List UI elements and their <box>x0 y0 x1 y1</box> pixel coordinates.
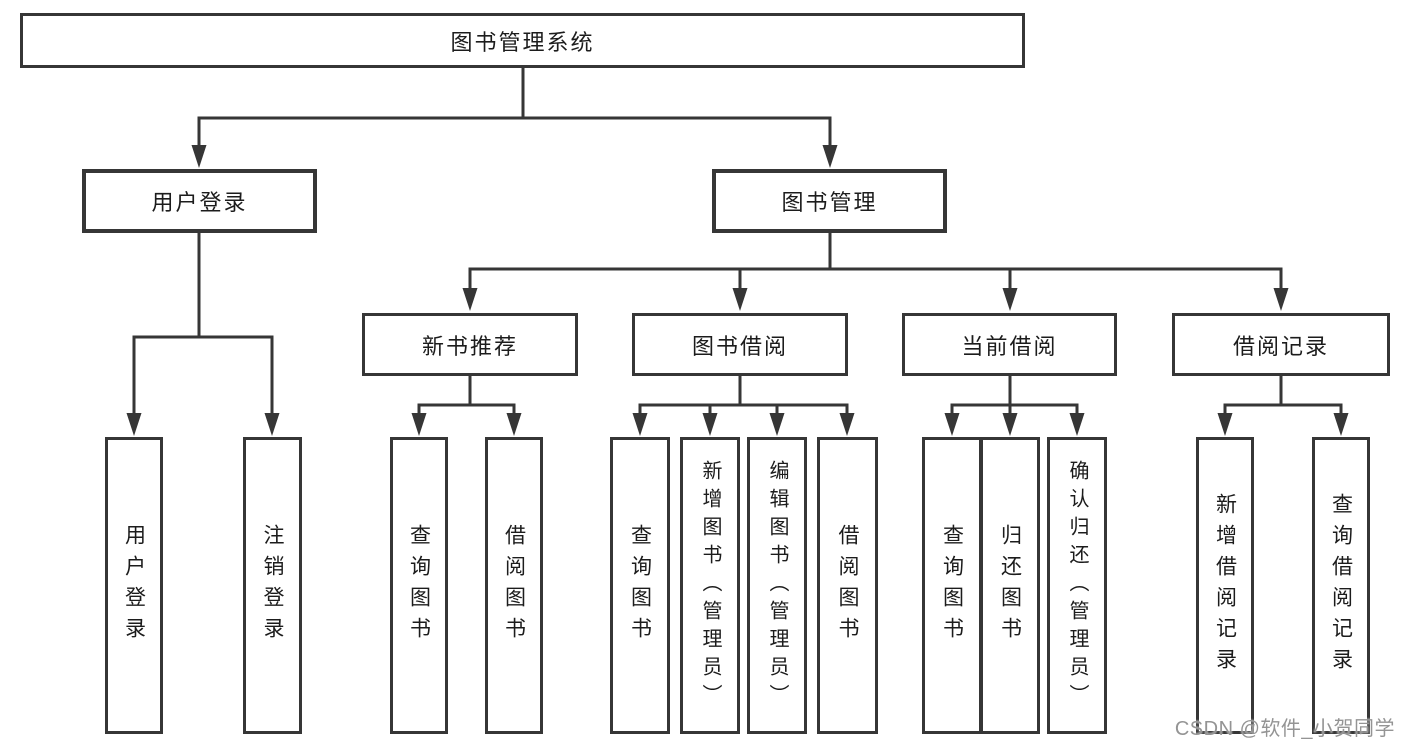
leaf-add-borrow-record: 新增借阅记录 <box>1196 437 1254 734</box>
csdn-watermark: CSDN @软件_小贺同学 <box>1174 718 1395 740</box>
leaf-label: 借阅图书 <box>836 523 860 648</box>
leaf-label: 查询借阅记录 <box>1329 492 1353 679</box>
leaf-label: 借阅图书 <box>502 523 526 648</box>
arrow-down-icon <box>1069 413 1085 436</box>
leaf-add-books-admin: 新增图书（管理员） <box>680 437 740 734</box>
leaf-query-books-borrow: 查询图书 <box>610 437 670 734</box>
leaf-query-books-recommend: 查询图书 <box>390 437 448 734</box>
node-user-login: 用户登录 <box>82 169 317 233</box>
node-label: 图书管理 <box>781 190 878 215</box>
arrow-down-icon <box>632 413 648 436</box>
arrow-down-icon <box>769 413 785 436</box>
leaf-label: 编辑图书（管理员） <box>766 459 788 712</box>
leaf-label: 确认归还（管理员） <box>1066 459 1088 712</box>
leaf-query-books-current: 查询图书 <box>922 437 982 734</box>
leaf-user-login: 用户登录 <box>105 437 163 734</box>
arrow-down-icon <box>1217 413 1233 436</box>
arrow-down-icon <box>462 288 478 311</box>
node-label: 图书借阅 <box>691 333 788 359</box>
arrow-down-icon <box>264 413 280 436</box>
node-root-system: 图书管理系统 <box>20 13 1025 68</box>
leaf-return-books: 归还图书 <box>980 437 1040 734</box>
leaf-label: 查询图书 <box>628 523 652 648</box>
arrow-down-icon <box>839 413 855 436</box>
node-current-borrow: 当前借阅 <box>902 313 1117 376</box>
leaf-label: 新增图书（管理员） <box>699 459 721 712</box>
arrow-down-icon <box>944 413 960 436</box>
leaf-confirm-return-admin: 确认归还（管理员） <box>1047 437 1107 734</box>
leaf-label: 查询图书 <box>407 523 431 648</box>
leaf-label: 新增借阅记录 <box>1213 492 1237 679</box>
node-new-book-recommend: 新书推荐 <box>362 313 578 376</box>
node-book-borrow: 图书借阅 <box>632 313 848 376</box>
arrow-down-icon <box>1002 288 1018 311</box>
arrow-down-icon <box>1333 413 1349 436</box>
leaf-label: 归还图书 <box>998 523 1022 648</box>
leaf-logout-login: 注销登录 <box>243 437 302 734</box>
node-borrow-records: 借阅记录 <box>1172 313 1390 376</box>
arrow-down-icon <box>822 145 838 168</box>
arrow-down-icon <box>1273 288 1289 311</box>
leaf-query-borrow-record: 查询借阅记录 <box>1312 437 1370 734</box>
arrowhead-icons <box>126 145 1349 436</box>
node-book-management: 图书管理 <box>712 169 947 233</box>
node-label: 借阅记录 <box>1232 333 1329 359</box>
node-label: 当前借阅 <box>961 333 1058 359</box>
arrow-down-icon <box>732 288 748 311</box>
arrow-down-icon <box>506 413 522 436</box>
leaf-borrow-books-recommend: 借阅图书 <box>485 437 543 734</box>
arrow-down-icon <box>702 413 718 436</box>
node-label: 用户登录 <box>151 190 248 215</box>
leaf-borrow-books-borrow: 借阅图书 <box>817 437 878 734</box>
arrow-down-icon <box>191 145 207 168</box>
arrow-down-icon <box>1002 413 1018 436</box>
node-label: 新书推荐 <box>421 333 518 359</box>
arrow-down-icon <box>411 413 427 436</box>
leaf-label: 注销登录 <box>261 523 285 648</box>
leaf-label: 用户登录 <box>122 523 146 648</box>
arrow-down-icon <box>126 413 142 436</box>
leaf-label: 查询图书 <box>940 523 964 648</box>
leaf-edit-books-admin: 编辑图书（管理员） <box>747 437 807 734</box>
node-label: 图书管理系统 <box>450 29 595 55</box>
connector-lines <box>132 66 1343 416</box>
